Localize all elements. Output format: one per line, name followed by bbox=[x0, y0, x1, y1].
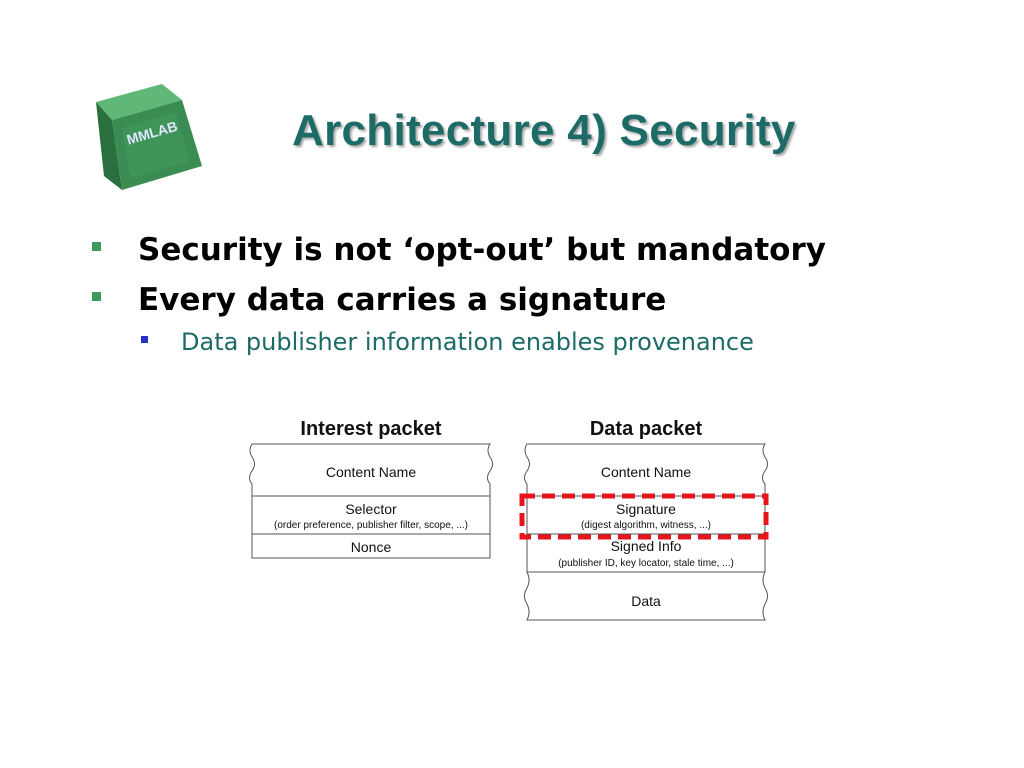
data-field-detail: (digest algorithm, witness, ...) bbox=[581, 520, 711, 531]
bullet-marker bbox=[92, 242, 101, 251]
interest-field-detail: (order preference, publisher filter, sco… bbox=[274, 520, 468, 531]
interest-packet bbox=[249, 443, 493, 559]
page-title: Architecture 4) Security bbox=[292, 106, 796, 155]
mmlab-logo: MMLAB bbox=[92, 80, 208, 196]
bullet-item: Every data carries a signature bbox=[138, 282, 667, 318]
data-field-name: Content Name bbox=[601, 464, 691, 480]
data-field-name: Signature bbox=[616, 501, 676, 517]
sub-bullet-item: Data publisher information enables prove… bbox=[181, 328, 754, 356]
data-field-name: Data bbox=[631, 593, 661, 609]
interest-packet-title: Interest packet bbox=[300, 418, 442, 440]
interest-field-name: Nonce bbox=[351, 539, 392, 555]
packet-diagram: Interest packet Content Name Selector (o… bbox=[249, 418, 769, 621]
interest-field-name: Content Name bbox=[326, 464, 416, 480]
bullet-item: Security is not ‘opt-out’ but mandatory bbox=[138, 232, 826, 268]
interest-field-name: Selector bbox=[345, 501, 397, 517]
data-field-name: Signed Info bbox=[611, 538, 682, 554]
data-packet-title: Data packet bbox=[590, 418, 703, 440]
signature-highlight-box bbox=[519, 493, 769, 540]
bullet-marker bbox=[92, 292, 101, 301]
data-field-detail: (publisher ID, key locator, stale time, … bbox=[558, 558, 734, 569]
sub-bullet-marker bbox=[141, 336, 148, 343]
